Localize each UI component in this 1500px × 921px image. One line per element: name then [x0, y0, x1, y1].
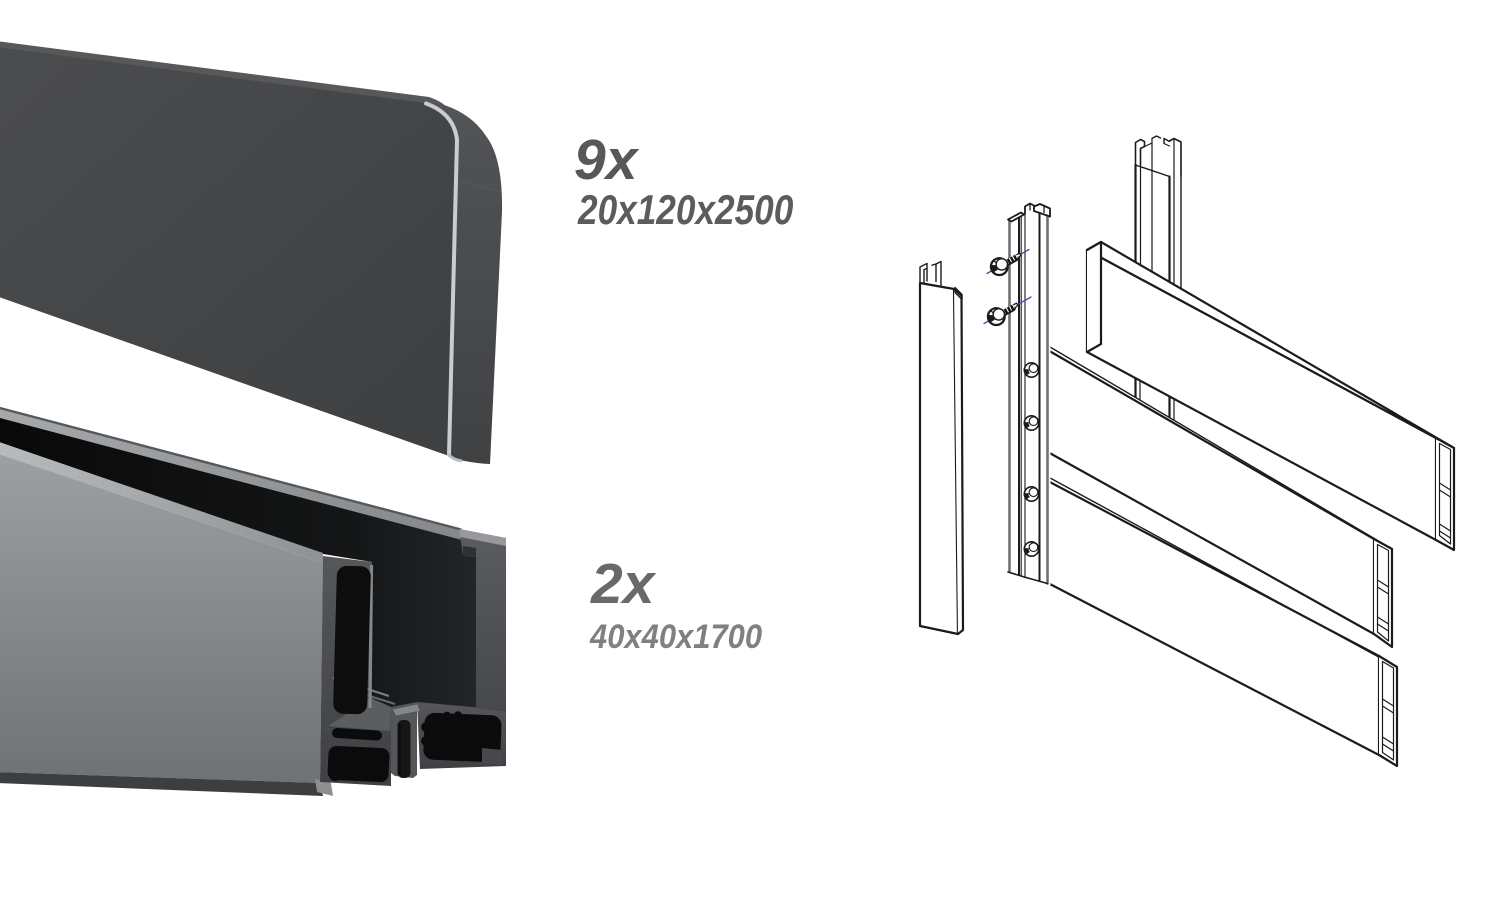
- slat-dimensions-label: 20x120x2500: [578, 186, 794, 233]
- hole-screw-2: [1023, 414, 1040, 431]
- hole-screw-3: [1023, 485, 1040, 502]
- cover-strip-part: [918, 260, 965, 636]
- diagram-mounting-post: [1007, 202, 1051, 585]
- loose-screws: [983, 248, 1032, 327]
- screw-2: [986, 302, 1019, 327]
- diagram-slat-1: [1085, 240, 1456, 552]
- screw-1: [989, 252, 1022, 277]
- hole-screw-4: [1023, 540, 1040, 557]
- post-quantity-label: 2x: [591, 552, 655, 616]
- diagram-slat-3: [1044, 475, 1399, 768]
- top-profile-part: [1134, 135, 1182, 422]
- hole-screws: [1023, 361, 1040, 557]
- assembly-diagram: [918, 135, 1456, 768]
- diagram-slat-2: [1044, 343, 1394, 649]
- slat-illustration: [0, 41, 503, 464]
- slat-quantity-label: 9x: [574, 128, 638, 192]
- post-dimensions-label: 40x40x1700: [590, 618, 763, 656]
- post-illustration: [0, 406, 506, 796]
- hole-screw-1: [1023, 361, 1040, 378]
